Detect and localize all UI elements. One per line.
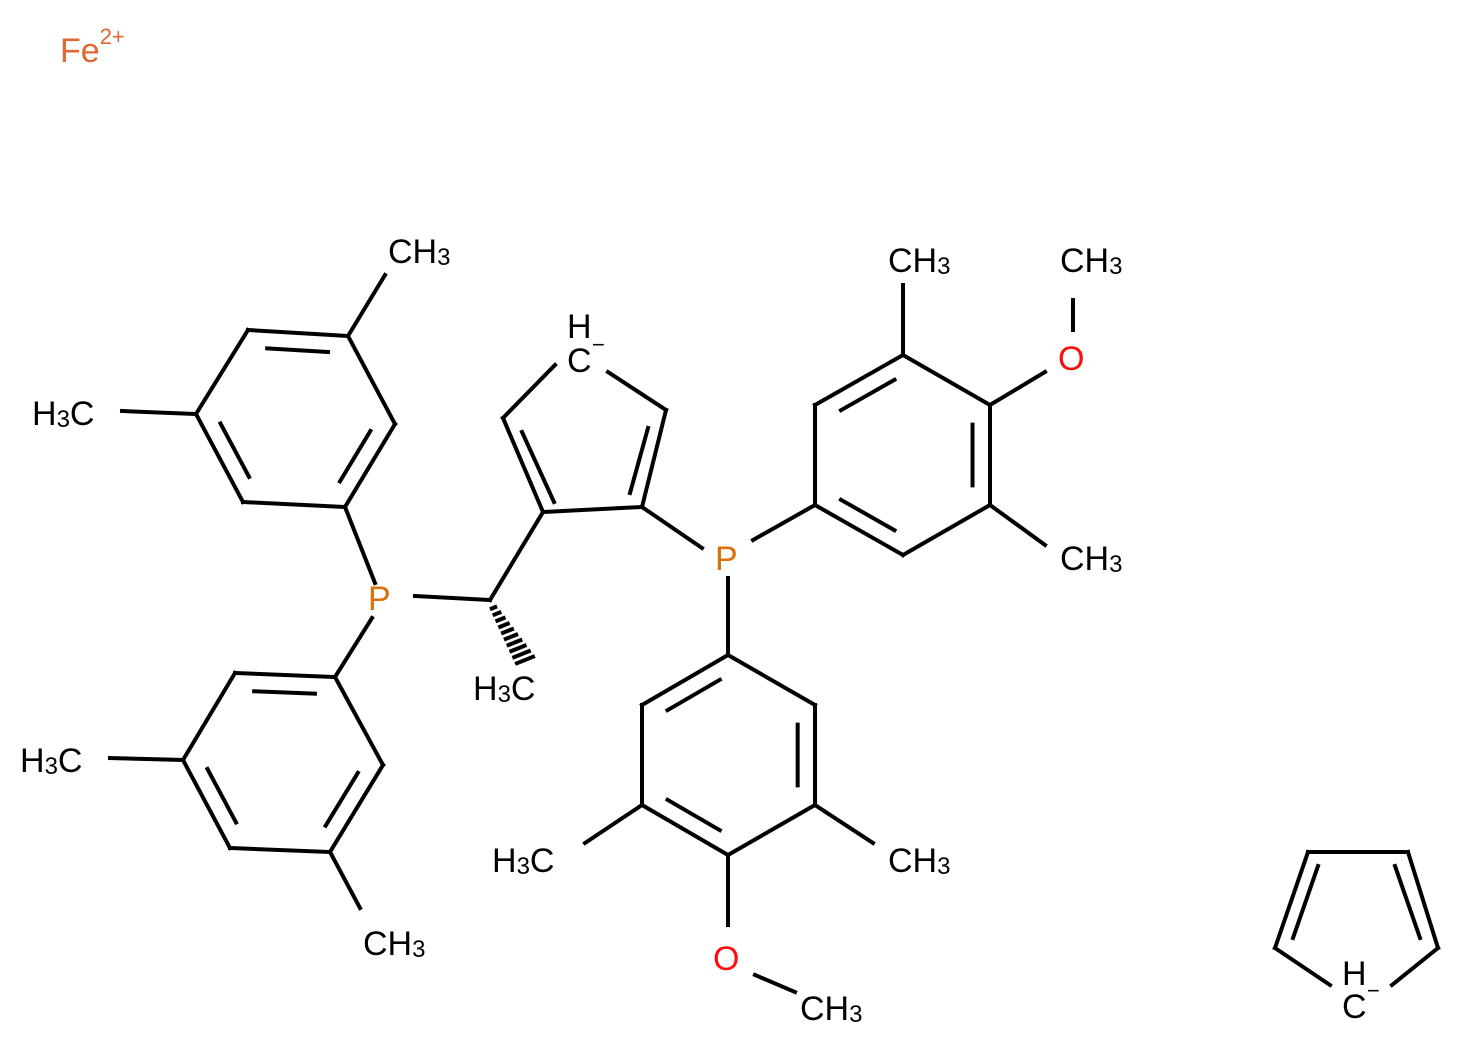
- bond: [582, 802, 645, 846]
- bond: [987, 502, 1048, 548]
- methoxy-methyl-label: CH3: [800, 990, 862, 1028]
- cp-bond: [1272, 849, 1311, 951]
- hashed-wedge-bond: [500, 626, 515, 636]
- aryl-ring-bond: [180, 757, 233, 851]
- cp-double-bond: [1392, 863, 1423, 941]
- aryl-ring-bond: [332, 674, 386, 768]
- methyl-label: H3C: [32, 395, 94, 433]
- hashed-wedge-bond: [511, 648, 532, 660]
- bond: [987, 369, 1048, 408]
- phosphorus-atom-label: P: [715, 540, 738, 578]
- hashed-wedge-bond: [494, 615, 507, 624]
- methyl-label: CH3: [1060, 540, 1122, 578]
- hashed-wedge-bond: [506, 637, 523, 648]
- svg-text:−: −: [592, 332, 605, 357]
- hashed-wedge-bond: [492, 610, 502, 618]
- carbanion-label: H C −: [1342, 955, 1380, 1026]
- aryl-ring-bond: [180, 670, 238, 763]
- svg-text:H: H: [1342, 955, 1367, 993]
- aryl-ring-bond: [639, 802, 731, 858]
- bond: [332, 615, 375, 680]
- aryl-ring-double-bond: [664, 797, 723, 833]
- aryl-ring-double-bond: [252, 689, 318, 696]
- aryl-ring-bond: [240, 499, 348, 510]
- aryl-ring-bond: [232, 670, 338, 680]
- svg-text:−: −: [1367, 978, 1380, 1003]
- aryl-ring-bond: [900, 502, 993, 558]
- hashed-wedge-bond: [497, 621, 511, 630]
- methoxy-methyl-label: CH3: [1060, 242, 1122, 280]
- aryl-ring-bond: [812, 352, 906, 408]
- aryl-ring-bond: [812, 502, 906, 558]
- aryl-ring-bond: [193, 327, 251, 417]
- cp-bond: [605, 369, 669, 413]
- aryl-ring-bond: [193, 411, 246, 505]
- aryl-ring-bond: [227, 845, 333, 855]
- svg-text:H: H: [567, 308, 592, 346]
- cp-bond: [540, 504, 645, 515]
- aryl-ring-double-bond: [265, 346, 331, 355]
- carbanion-label: H C −: [567, 308, 605, 380]
- hashed-wedge-bond: [508, 643, 528, 654]
- aryl-ring-double-bond: [664, 677, 723, 713]
- oxygen-atom-label: O: [713, 940, 739, 978]
- bond: [639, 504, 705, 551]
- phosphorus-atom-label: P: [368, 580, 391, 618]
- aryl-ring-bond: [639, 652, 731, 708]
- cp-bond: [1389, 945, 1441, 988]
- aryl-ring-double-bond: [322, 770, 361, 829]
- hashed-wedge-bond: [489, 604, 498, 612]
- bond: [342, 504, 378, 586]
- iron-ion-label: Fe2+: [60, 24, 125, 70]
- aryl-ring-bond: [725, 652, 818, 708]
- bond: [119, 408, 199, 417]
- cp-bond: [500, 362, 558, 421]
- aryl-ring-bond: [342, 421, 398, 510]
- aryl-ring-bond: [345, 333, 398, 427]
- aryl-ring-double-bond: [204, 766, 239, 826]
- methyl-label: CH3: [363, 925, 425, 963]
- bond: [752, 972, 798, 995]
- bond: [412, 593, 493, 603]
- bond: [107, 755, 186, 763]
- methyl-label: H3C: [492, 842, 554, 880]
- cp-bond: [639, 407, 669, 510]
- methyl-label: H3C: [20, 742, 82, 780]
- aryl-ring-bond: [725, 802, 818, 858]
- cp-double-bond: [519, 429, 557, 505]
- aryl-ring-bond: [245, 327, 351, 339]
- svg-text:C: C: [567, 342, 592, 380]
- aryl-ring-double-bond: [217, 420, 252, 480]
- oxygen-atom-label: O: [1058, 340, 1084, 378]
- bonds: [107, 272, 1441, 995]
- methyl-label: H3C: [473, 670, 535, 708]
- svg-text:C: C: [1342, 988, 1367, 1026]
- bond: [327, 849, 363, 911]
- cp-double-bond: [1290, 863, 1321, 941]
- methyl-label: CH3: [388, 233, 450, 271]
- aryl-ring-double-bond: [337, 428, 374, 485]
- aryl-ring-double-bond: [838, 497, 898, 533]
- cp-bond: [500, 415, 546, 515]
- hashed-wedge-bond: [503, 632, 519, 642]
- aryl-ring-bond: [327, 762, 386, 855]
- cp-double-bond: [627, 425, 651, 496]
- bond: [487, 509, 546, 603]
- aryl-ring-double-bond: [838, 377, 898, 413]
- cp-bond: [1272, 945, 1333, 988]
- bond: [345, 272, 388, 339]
- cp-bond: [1405, 849, 1441, 951]
- bond: [812, 802, 876, 846]
- methyl-label: CH3: [888, 842, 950, 880]
- bond: [750, 502, 818, 543]
- methyl-label: CH3: [888, 242, 950, 280]
- hashed-wedge-bond: [514, 654, 536, 666]
- aryl-ring-bond: [900, 352, 993, 408]
